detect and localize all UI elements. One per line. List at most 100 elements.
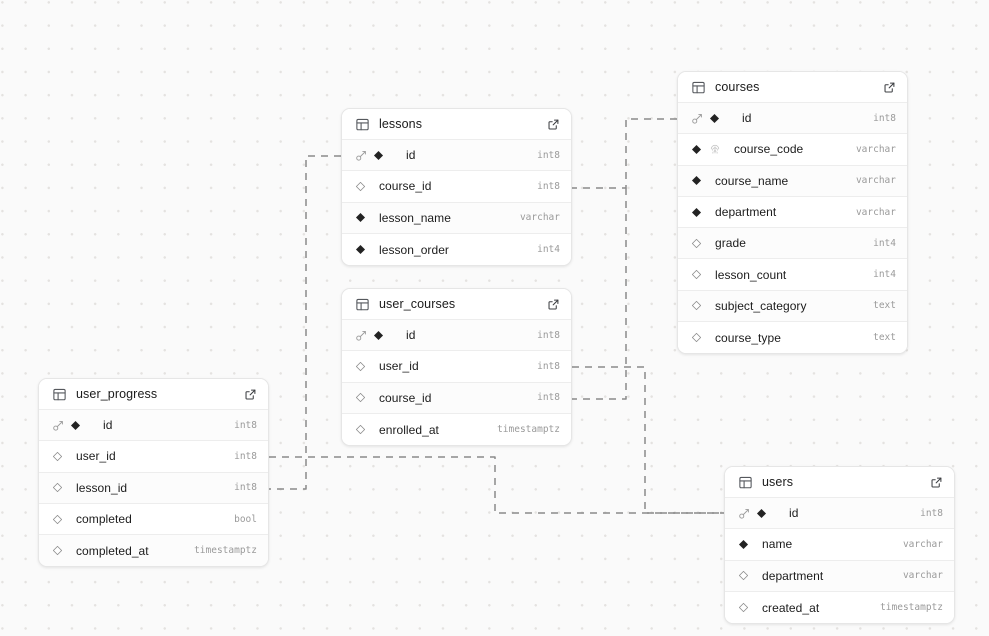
field-markers bbox=[52, 482, 63, 493]
key-icon bbox=[356, 150, 366, 161]
field-name: name bbox=[762, 537, 793, 552]
filled-diamond-icon bbox=[70, 420, 81, 430]
field-type: int4 bbox=[873, 237, 896, 249]
relationship-lessons-id-to-user-progress-lesson-id[interactable] bbox=[269, 155, 341, 490]
outline-diamond-icon bbox=[738, 602, 749, 613]
external-link-icon[interactable] bbox=[883, 81, 896, 94]
field-name: department bbox=[762, 568, 824, 583]
field-type: int8 bbox=[920, 507, 943, 519]
field-type: varchar bbox=[902, 570, 943, 582]
external-link-icon[interactable] bbox=[547, 298, 560, 311]
field-name: course_name bbox=[715, 173, 789, 188]
field-name: id bbox=[406, 328, 416, 343]
field-row-lessons-course_id[interactable]: course_id int8 bbox=[342, 171, 571, 203]
field-name: lesson_order bbox=[379, 242, 449, 257]
field-name: course_id bbox=[379, 390, 432, 405]
external-link-icon[interactable] bbox=[930, 476, 943, 489]
relationship-courses-id-to-user-courses-course-id[interactable] bbox=[572, 188, 627, 400]
filled-diamond-icon bbox=[738, 539, 749, 549]
field-row-users-department[interactable]: department varchar bbox=[725, 560, 954, 592]
field-type: int8 bbox=[537, 180, 560, 192]
field-name: course_type bbox=[715, 330, 781, 345]
field-type: int8 bbox=[234, 419, 257, 431]
outline-diamond-icon bbox=[52, 514, 63, 524]
field-markers bbox=[355, 392, 366, 403]
outline-diamond-icon bbox=[691, 270, 702, 280]
field-markers bbox=[355, 244, 366, 255]
table-grid-icon bbox=[692, 81, 705, 93]
filled-diamond-icon bbox=[355, 213, 366, 223]
field-markers bbox=[355, 212, 366, 223]
field-markers bbox=[691, 112, 720, 125]
table-title: user_courses bbox=[379, 297, 456, 311]
field-name: course_id bbox=[379, 179, 432, 194]
filled-diamond-icon bbox=[709, 113, 720, 123]
field-markers bbox=[691, 269, 702, 280]
table-header-users[interactable]: users bbox=[725, 467, 954, 498]
field-markers bbox=[738, 602, 749, 613]
field-name: grade bbox=[715, 236, 746, 251]
key-icon bbox=[692, 113, 702, 124]
field-markers bbox=[52, 514, 63, 525]
external-link-icon[interactable] bbox=[547, 118, 560, 131]
field-type: timestamptz bbox=[194, 545, 257, 557]
table-header-courses[interactable]: courses bbox=[678, 72, 907, 103]
field-markers bbox=[52, 419, 81, 432]
relationship-user-progress-user-id-to-users-id[interactable] bbox=[269, 456, 724, 514]
key-icon bbox=[739, 508, 749, 519]
field-markers bbox=[355, 149, 384, 162]
table-header-user_courses[interactable]: user_courses bbox=[342, 289, 571, 320]
relationship-user-courses-user-id-to-users-id[interactable] bbox=[572, 366, 724, 514]
field-markers bbox=[691, 207, 702, 218]
field-type: int4 bbox=[873, 269, 896, 281]
field-markers bbox=[355, 181, 366, 192]
outline-diamond-icon bbox=[738, 571, 749, 581]
table-title: lessons bbox=[379, 117, 423, 131]
field-name: completed bbox=[76, 512, 132, 527]
field-type: varchar bbox=[519, 212, 560, 224]
table-header-user_progress[interactable]: user_progress bbox=[39, 379, 268, 410]
field-type: varchar bbox=[902, 538, 943, 550]
field-type: int8 bbox=[537, 360, 560, 372]
field-name: created_at bbox=[762, 600, 820, 615]
field-row-courses-grade[interactable]: grade int4 bbox=[678, 228, 907, 260]
table-grid-icon bbox=[356, 118, 369, 130]
table-grid-icon bbox=[356, 298, 369, 310]
outline-diamond-icon bbox=[691, 301, 702, 311]
relationship-courses-id-to-lessons-course-id[interactable] bbox=[572, 118, 677, 189]
field-markers bbox=[691, 143, 721, 155]
table-header-lessons[interactable]: lessons bbox=[342, 109, 571, 140]
table-grid-icon bbox=[739, 476, 752, 488]
table-title: users bbox=[762, 475, 794, 489]
external-link-icon[interactable] bbox=[244, 388, 257, 401]
field-row-users-name[interactable]: name varchar bbox=[725, 529, 954, 561]
field-markers bbox=[355, 329, 384, 342]
